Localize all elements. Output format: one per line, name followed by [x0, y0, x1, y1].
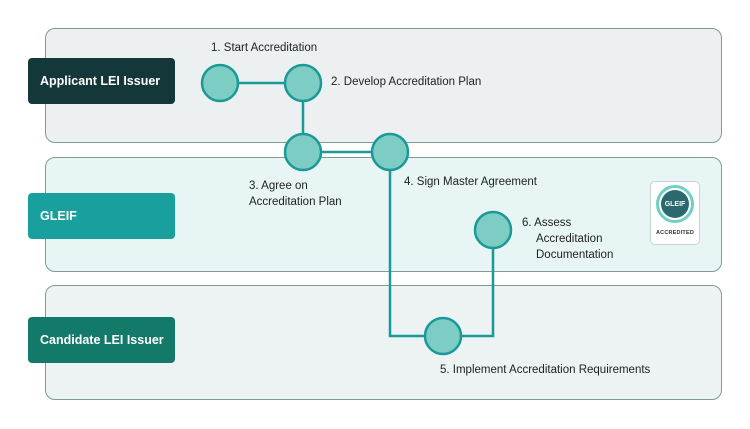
node-develop-plan [283, 63, 323, 103]
step-4-label: 4. Sign Master Agreement [404, 176, 537, 188]
step-6-label: 6. Assess Accreditation Documentation [522, 215, 613, 263]
step-3-label-line2: Accreditation Plan [249, 196, 342, 208]
gleif-accredited-badge: GLEIF ACCREDITED [650, 181, 700, 245]
lane-label-applicant: Applicant LEI Issuer [28, 58, 175, 104]
gleif-logo-icon: GLEIF [656, 185, 694, 223]
step-2-label: 2. Develop Accreditation Plan [331, 76, 482, 88]
node-assess-documentation [473, 210, 513, 250]
lane-label-gleif: GLEIF [28, 193, 175, 239]
badge-caption: ACCREDITED [655, 230, 695, 236]
step-6-label-line2: Accreditation [536, 233, 603, 245]
step-6-label-line3: Documentation [536, 249, 614, 261]
step-1-label: 1. Start Accreditation [211, 42, 318, 54]
node-implement-requirements [423, 316, 463, 356]
step-3-label: 3. Agree on Accreditation Plan [249, 178, 342, 210]
badge-logo-text: GLEIF [661, 190, 689, 218]
step-3-label-line1: 3. Agree on [249, 180, 308, 192]
node-start-accreditation [200, 63, 240, 103]
lane-label-candidate: Candidate LEI Issuer [28, 317, 175, 363]
step-5-label: 5. Implement Accreditation Requirements [440, 364, 651, 376]
node-agree-plan [283, 132, 323, 172]
node-sign-agreement [370, 132, 410, 172]
step-6-label-line1: 6. Assess [522, 217, 572, 229]
